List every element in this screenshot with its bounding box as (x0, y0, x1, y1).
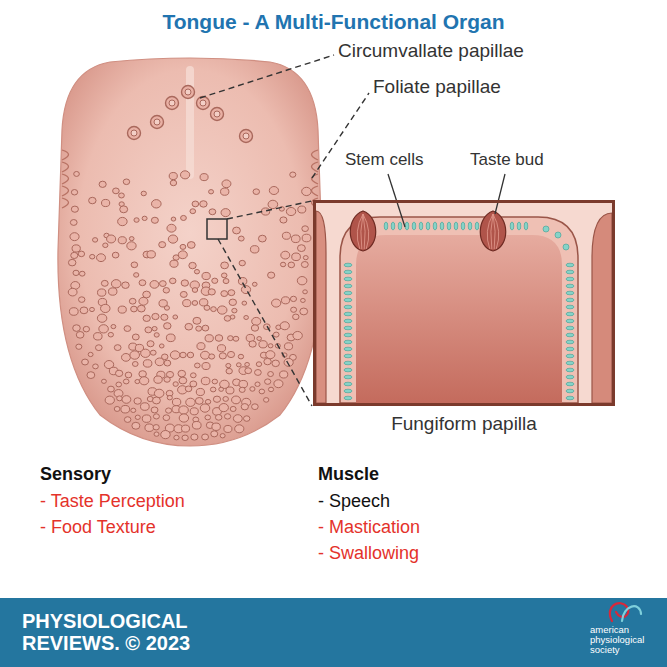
inset-caption: Fungiform papilla (316, 413, 612, 435)
part-label: Circumvallate papillae (338, 40, 524, 62)
society-logo (610, 603, 641, 621)
part-label: Stem cells (345, 150, 423, 170)
footer-band (0, 598, 667, 667)
function-item: - Food Texture (40, 517, 156, 538)
function-item: - Mastication (318, 517, 420, 538)
zoom-square (207, 219, 227, 239)
tongue-outline (58, 58, 322, 446)
section-heading: Muscle (318, 464, 379, 485)
journal-name: PHYSIOLOGICAL REVIEWS. © 2023 (22, 610, 232, 654)
society-name: american physiological society (590, 625, 656, 655)
function-item: - Taste Perception (40, 491, 185, 512)
section-heading: Sensory (40, 464, 111, 485)
fungiform-dots (68, 171, 311, 441)
part-label: Taste bud (470, 150, 544, 170)
function-item: - Speech (318, 491, 390, 512)
function-item: - Swallowing (318, 543, 419, 564)
papilla-inset-box: Fungiform papilla (313, 200, 615, 406)
title: Tongue - A Multi-Functional Organ (0, 10, 667, 34)
foliate-folds (62, 150, 318, 208)
papilla-inset (316, 203, 612, 403)
circumvallate-papillae (128, 86, 253, 143)
part-label: Foliate papillae (373, 76, 501, 98)
journal-footer: PHYSIOLOGICAL REVIEWS. © 2023 american ph… (0, 598, 667, 667)
